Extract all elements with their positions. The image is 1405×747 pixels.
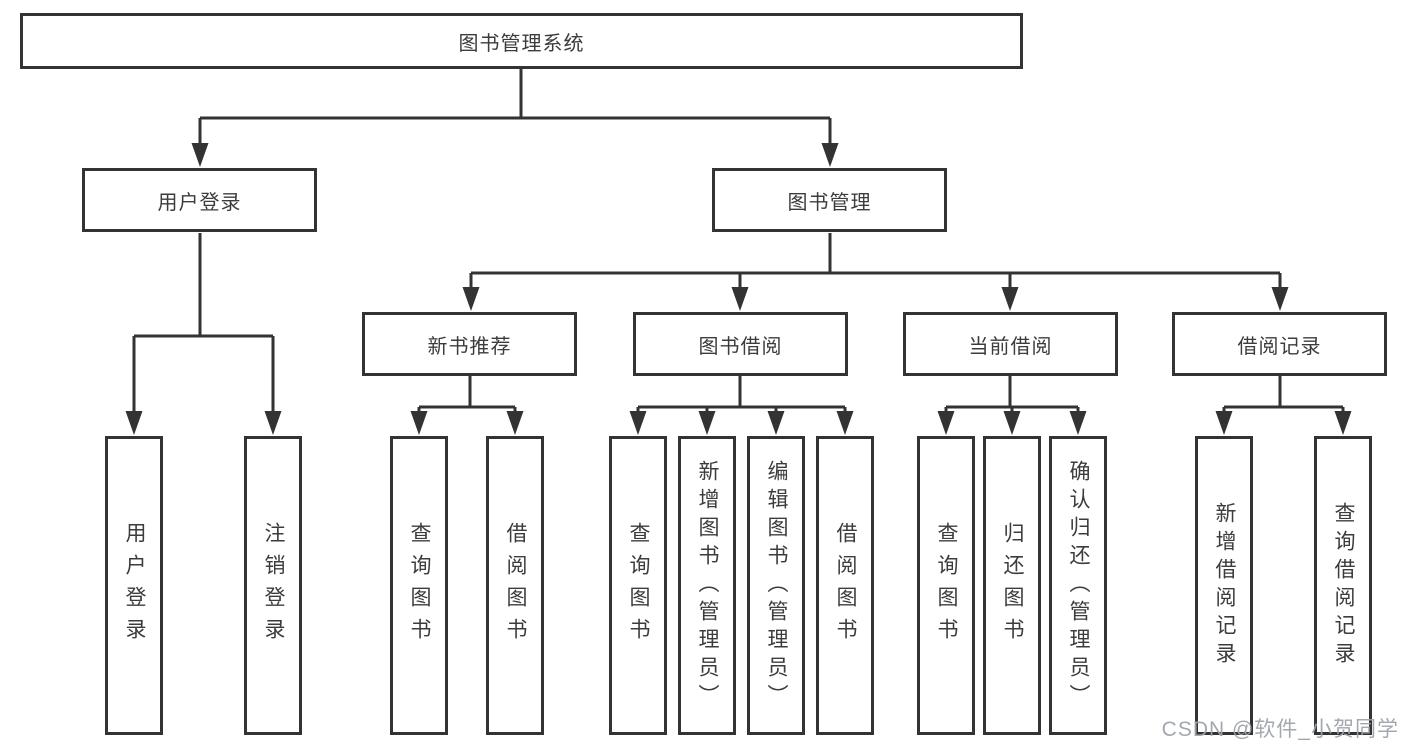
leaf-add-borrow-record: 新增借阅记录 [1195,436,1253,735]
leaf-logout: 注销登录 [244,436,302,735]
leaf-query-books-current: 查询图书 [917,436,975,735]
leaf-query-books-borrow: 查询图书 [609,436,667,735]
node-new-book-recommend: 新书推荐 [362,312,577,376]
leaf-borrow-books: 借阅图书 [816,436,874,735]
leaf-confirm-return-admin: 确认归还（管理员） [1049,436,1107,735]
node-book-borrow: 图书借阅 [633,312,848,376]
leaf-edit-books-admin: 编辑图书（管理员） [747,436,805,735]
node-root-system: 图书管理系统 [20,13,1023,69]
node-borrow-records: 借阅记录 [1172,312,1387,376]
node-user-login: 用户登录 [82,168,317,232]
node-book-management: 图书管理 [712,168,947,232]
leaf-user-login: 用户登录 [105,436,163,735]
leaf-return-books: 归还图书 [983,436,1041,735]
leaf-borrow-books-recommend: 借阅图书 [486,436,544,735]
leaf-query-books-recommend: 查询图书 [390,436,448,735]
leaf-add-books-admin: 新增图书（管理员） [678,436,736,735]
node-current-borrow: 当前借阅 [903,312,1118,376]
leaf-query-borrow-record: 查询借阅记录 [1314,436,1372,735]
